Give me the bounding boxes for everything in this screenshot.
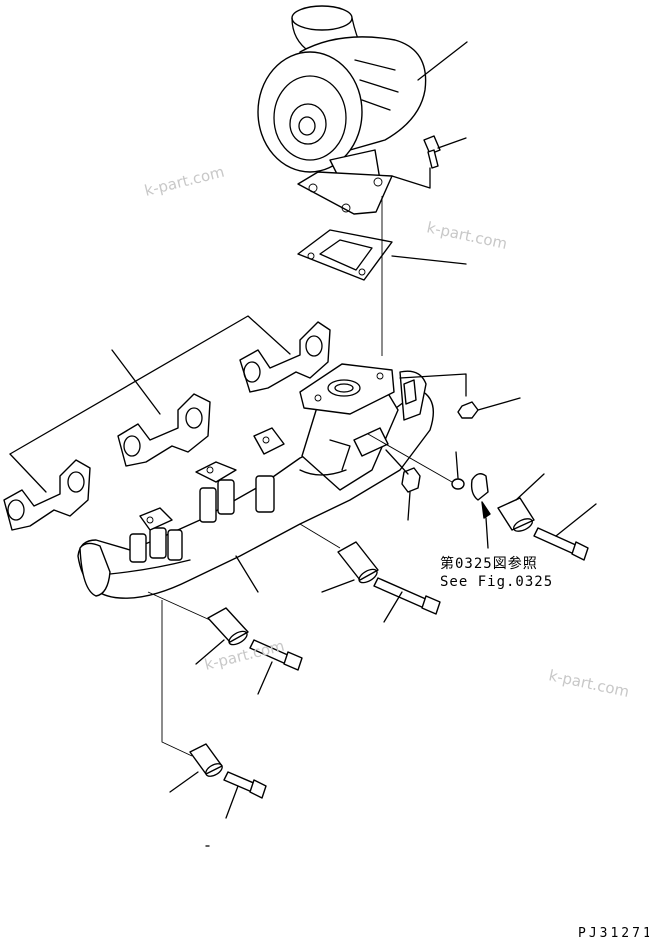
- watermark-3: k-part.com: [203, 637, 287, 674]
- turbo-flange-bolt: [423, 135, 467, 169]
- spacer-right: [497, 473, 545, 532]
- center-alignment-line: [299, 523, 341, 549]
- manifold-leader: [235, 555, 259, 593]
- riser-bracket: [399, 373, 467, 397]
- bolt-bracket-line: [391, 167, 431, 189]
- washer-alignment-line: [367, 433, 453, 483]
- manifold-gasket-1: [239, 321, 331, 393]
- turbo-gasket: [297, 229, 467, 281]
- reference-note-en: See Fig.0325: [440, 574, 553, 590]
- drawing-code: PJ31271: [578, 926, 649, 941]
- plug: [385, 449, 421, 521]
- watermark-1: k-part.com: [143, 163, 227, 200]
- bottom-alignment-line: [161, 600, 193, 757]
- exhaust-manifold: [77, 363, 434, 599]
- reference-note-jp: 第0325図参照: [440, 555, 538, 572]
- spacer-center: [321, 541, 379, 593]
- manifold-gasket-3: [3, 459, 91, 531]
- turbo-leader: [417, 41, 468, 81]
- manifold-gasket-2: [117, 393, 211, 467]
- washer: [451, 451, 465, 490]
- bolt-right: [533, 503, 597, 561]
- bolt-bottom: [223, 771, 267, 819]
- turbocharger: [257, 5, 427, 215]
- bolt-center: [373, 577, 441, 623]
- watermark-2: k-part.com: [425, 218, 509, 253]
- gasket-bracket-left: [9, 453, 47, 493]
- spacer-lower: [195, 607, 249, 665]
- bolt-lower: [249, 639, 303, 695]
- gasket-leader: [111, 349, 161, 415]
- gasket-bracket-upper: [9, 315, 291, 455]
- spacer-bottom: [169, 743, 223, 793]
- pipe-fitting: [470, 473, 491, 549]
- nut: [457, 397, 521, 419]
- watermark-4: k-part.com: [547, 666, 631, 701]
- lower-alignment-line: [147, 591, 211, 621]
